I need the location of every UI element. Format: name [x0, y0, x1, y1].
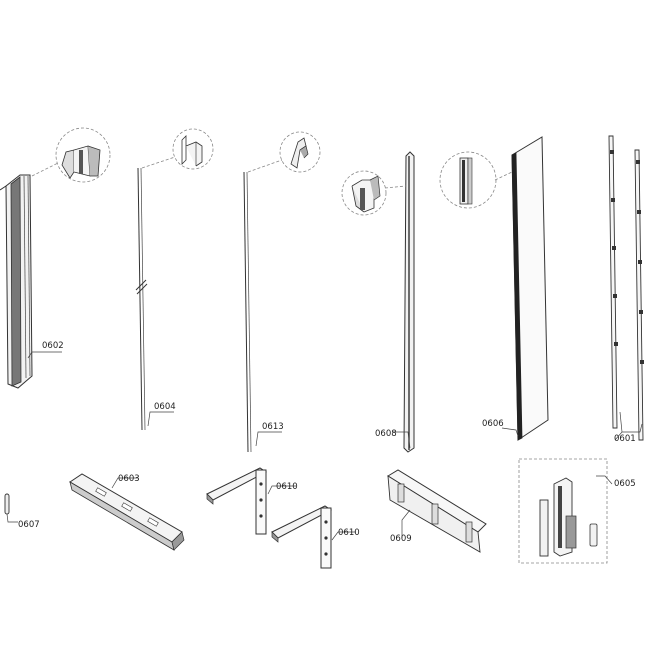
detail-0604 — [181, 135, 203, 167]
part-0609-drawing — [387, 469, 487, 553]
leader-lines — [6, 351, 643, 541]
part-0613-drawing — [243, 131, 321, 453]
part-0602-drawing — [0, 127, 111, 389]
label-0604: 0604 — [154, 402, 176, 412]
label-0605: 0605 — [614, 479, 636, 489]
part-0603-drawing — [69, 473, 185, 551]
label-0601: 0601 — [614, 434, 636, 444]
label-0610-b: 0610 — [338, 528, 360, 538]
detail-0608 — [351, 175, 381, 213]
label-0610-a: 0610 — [276, 482, 298, 492]
part-0610-b-drawing — [271, 505, 332, 569]
label-0603: 0603 — [118, 474, 140, 484]
label-0607: 0607 — [18, 520, 40, 530]
part-0601-drawing — [608, 135, 644, 441]
label-0602: 0602 — [42, 341, 64, 351]
part-0605-drawing — [518, 458, 608, 564]
detail-0606 — [459, 157, 473, 205]
label-0608: 0608 — [375, 429, 397, 439]
label-0606: 0606 — [482, 419, 504, 429]
label-0609: 0609 — [390, 534, 412, 544]
label-0613: 0613 — [262, 422, 284, 432]
part-0610-a-drawing — [206, 467, 267, 535]
part-0607-drawing — [4, 493, 10, 515]
part-0606-drawing — [439, 136, 549, 441]
part-labels: 0602 0604 0613 0608 0606 0601 0607 0603 … — [18, 341, 636, 544]
detail-0602 — [61, 145, 101, 179]
part-0604-drawing — [135, 128, 214, 431]
detail-0613 — [290, 137, 309, 169]
part-0608-drawing — [341, 151, 415, 453]
